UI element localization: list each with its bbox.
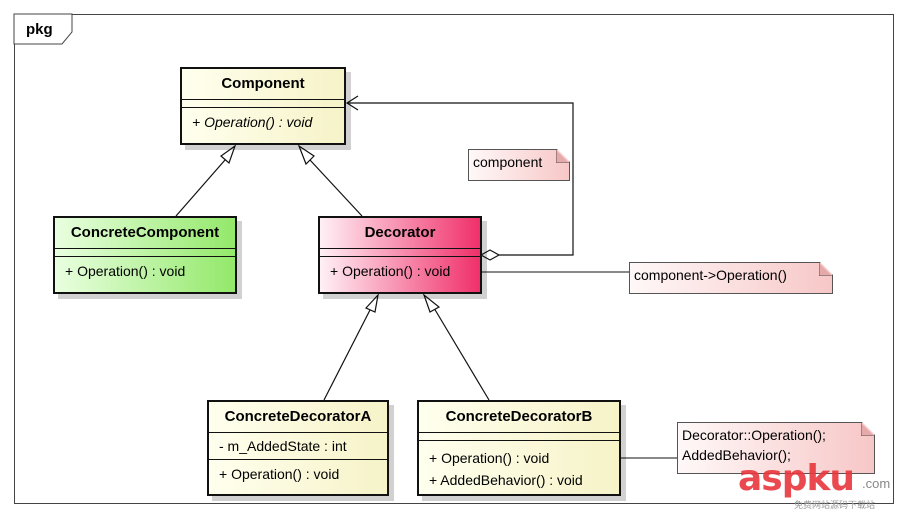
class-operation: + Operation() : void (192, 114, 313, 130)
class-component[interactable]: Component + Operation() : void (180, 67, 346, 145)
class-operation: + Operation() : void (65, 263, 186, 279)
class-attributes (55, 249, 235, 257)
note-text-line: AddedBehavior(); (682, 447, 791, 463)
watermark: aspku .com 免费网站源码下载站 (738, 458, 902, 510)
package-label: pkg (26, 21, 53, 38)
class-operation: + Operation() : void (219, 466, 340, 482)
note-decorator-b-operation[interactable]: Decorator::Operation(); AddedBehavior(); (677, 422, 875, 474)
class-concrete-decorator-b[interactable]: ConcreteDecoratorB + Operation() : void … (417, 400, 621, 496)
class-operations: + Operation() : void + AddedBehavior() :… (419, 441, 619, 494)
class-concrete-component[interactable]: ConcreteComponent + Operation() : void (53, 216, 237, 294)
package-tab-shape (13, 13, 73, 45)
class-attribute: - m_AddedState : int (209, 433, 387, 460)
note-text: component->Operation() (634, 267, 787, 283)
class-attributes (419, 433, 619, 441)
aggregation-diamond (479, 249, 501, 261)
class-operation: + Operation() : void (429, 450, 550, 466)
generalization-arrowhead (297, 144, 315, 166)
class-concrete-decorator-a[interactable]: ConcreteDecoratorA - m_AddedState : int … (207, 400, 389, 496)
generalization-arrowhead (220, 144, 237, 165)
class-name: ConcreteComponent (55, 218, 235, 249)
generalization-arrowhead (364, 293, 379, 313)
class-name: ConcreteDecoratorB (419, 402, 619, 433)
note-text-line: Decorator::Operation(); (682, 427, 826, 443)
watermark-suffix: .com (862, 476, 891, 491)
class-name: ConcreteDecoratorA (209, 402, 387, 433)
watermark-brand: aspku (738, 458, 855, 499)
package-tab: pkg (14, 14, 72, 44)
note-text: component (473, 154, 543, 170)
aggregation-arrowhead (345, 95, 359, 111)
class-decorator[interactable]: Decorator + Operation() : void (318, 216, 482, 294)
note-decorator-operation[interactable]: component->Operation() (629, 262, 833, 294)
class-name: Component (182, 69, 344, 100)
generalization-decoratorb-line (433, 307, 490, 401)
class-name: Decorator (320, 218, 480, 249)
class-attributes (320, 249, 480, 257)
note-fold-icon (819, 263, 832, 276)
generalization-arrowhead (422, 293, 441, 313)
note-fold-icon (556, 150, 569, 163)
watermark-subtext: 免费网站源码下载站 (794, 500, 876, 510)
class-operation: + AddedBehavior() : void (429, 472, 583, 488)
class-operation: + Operation() : void (330, 263, 451, 279)
package-frame (14, 14, 894, 504)
generalization-concretecomponent-line (175, 159, 226, 217)
generalization-decorator-line (309, 159, 363, 217)
generalization-decoratora-line (323, 309, 371, 401)
aggregation-component-line (347, 102, 574, 256)
class-attributes (182, 100, 344, 108)
note-component-role[interactable]: component (468, 149, 570, 181)
note-fold-icon (861, 423, 874, 436)
